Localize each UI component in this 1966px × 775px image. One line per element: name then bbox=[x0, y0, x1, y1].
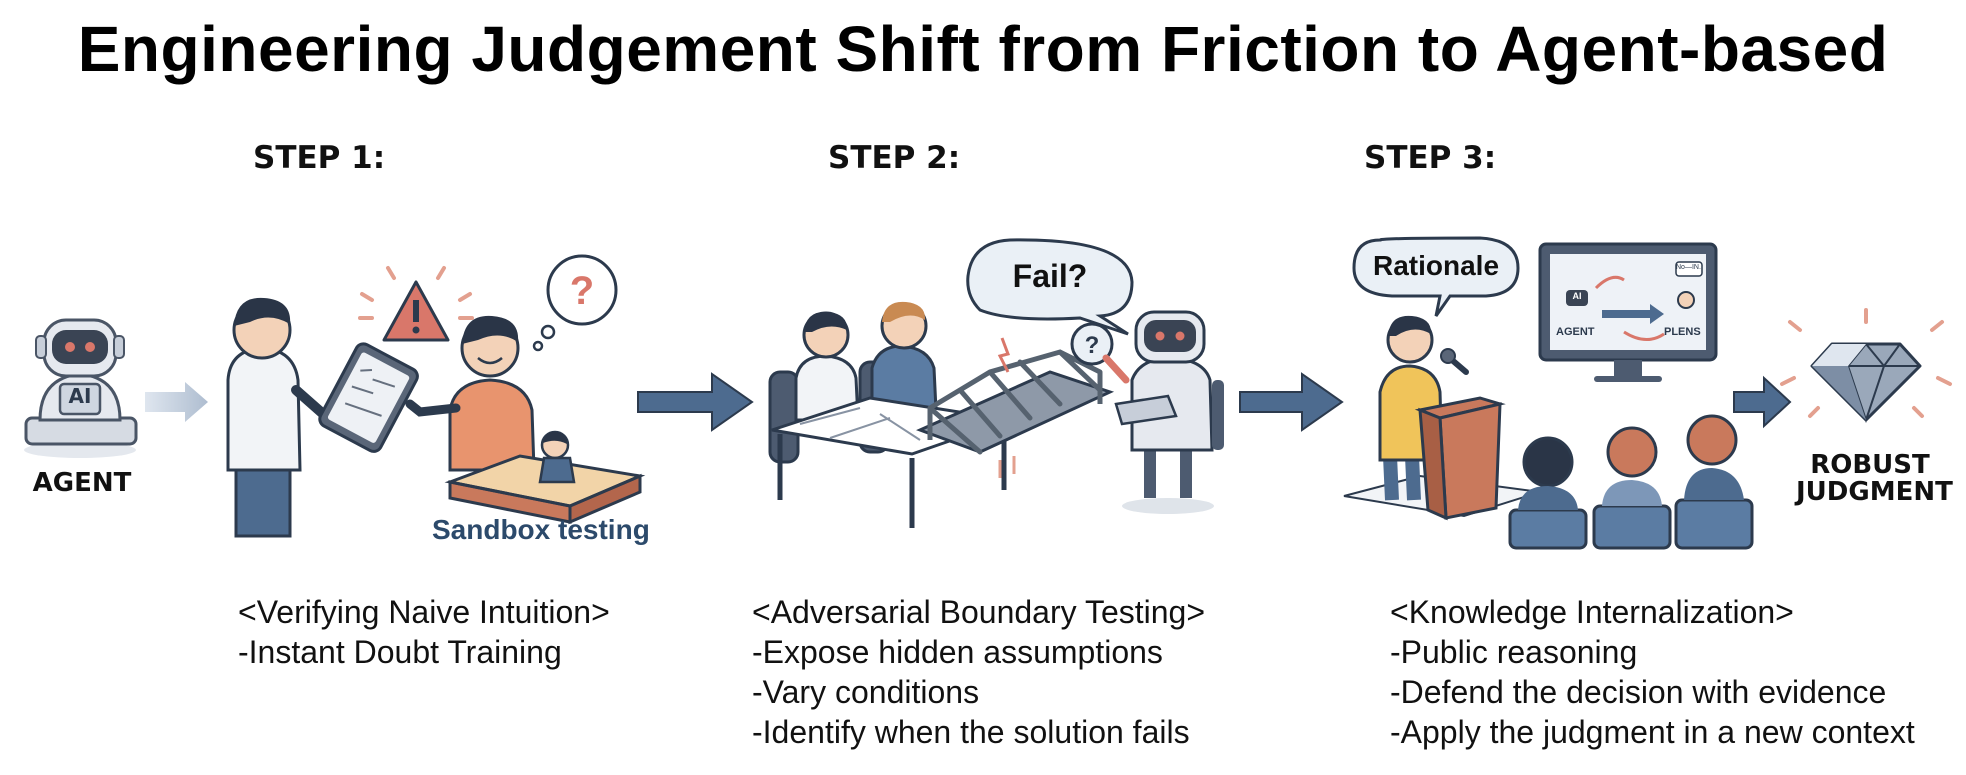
agent-label: AGENT bbox=[32, 468, 132, 498]
step-2-label: STEP 2: bbox=[828, 140, 961, 176]
step-2-scene: ? bbox=[768, 238, 1224, 528]
arrow-step2-to-step3 bbox=[1239, 372, 1344, 432]
arrow-step3-to-result bbox=[1733, 375, 1792, 429]
step-2-description: <Adversarial Boundary Testing> -Expose h… bbox=[752, 592, 1205, 752]
sandbox-icon bbox=[444, 430, 646, 525]
result-line-2: JUDGMENT bbox=[1796, 477, 1953, 508]
podium-icon bbox=[1414, 396, 1506, 521]
diamond-icon bbox=[1780, 308, 1952, 424]
fail-bubble-text: Fail? bbox=[1012, 258, 1088, 294]
step-3-point: -Apply the judgment in a new context bbox=[1390, 714, 1915, 750]
step-1-label: STEP 1: bbox=[253, 140, 386, 176]
svg-text:?: ? bbox=[570, 269, 594, 313]
warning-icon bbox=[358, 266, 474, 342]
sandbox-label: Sandbox testing bbox=[432, 514, 650, 545]
agent-screen-text: AI bbox=[68, 384, 92, 408]
step-3-description: <Knowledge Internalization> -Public reas… bbox=[1390, 592, 1915, 752]
truss-bridge-icon bbox=[916, 337, 1115, 478]
step-3-point: -Public reasoning bbox=[1390, 634, 1638, 670]
step-2-point: -Expose hidden assumptions bbox=[752, 634, 1163, 670]
arrow-step1-to-step2 bbox=[637, 372, 754, 432]
page-title: Engineering Judgement Shift from Frictio… bbox=[77, 13, 1889, 85]
robust-judgment-label: ROBUST JUDGMENT bbox=[1796, 450, 1953, 508]
step-1-scene: ? bbox=[226, 254, 646, 538]
step-2-heading: <Adversarial Boundary Testing> bbox=[752, 594, 1206, 630]
step-3-point: -Defend the decision with evidence bbox=[1390, 674, 1887, 710]
rationale-bubble-text: Rationale bbox=[1372, 250, 1500, 281]
monitor-note-text: No—IN... bbox=[1676, 264, 1702, 271]
magnifier-question-icon: ? bbox=[1070, 322, 1130, 384]
monitor-robot-text: AI bbox=[1572, 291, 1582, 301]
result-line-1: ROBUST bbox=[1810, 450, 1930, 480]
person-with-tablet bbox=[226, 297, 419, 538]
step-1-heading: <Verifying Naive Intuition> bbox=[238, 594, 610, 630]
rationale-speech-bubble bbox=[1352, 236, 1520, 317]
fail-speech-bubble bbox=[966, 238, 1134, 336]
step-1-description: <Verifying Naive Intuition> -Instant Dou… bbox=[238, 592, 610, 672]
monitor-icon bbox=[1538, 242, 1718, 382]
monitor-right-label: PLENS bbox=[1664, 326, 1701, 338]
monitor-left-label: AGENT bbox=[1556, 326, 1595, 338]
step-2-point: -Identify when the solution fails bbox=[752, 714, 1190, 750]
audience-icon bbox=[1508, 414, 1754, 550]
step-1-point: -Instant Doubt Training bbox=[238, 634, 562, 670]
step-3-heading: <Knowledge Internalization> bbox=[1390, 594, 1794, 630]
agent-robot-icon bbox=[24, 318, 138, 458]
svg-text:?: ? bbox=[1085, 332, 1100, 359]
question-bubble-icon: ? bbox=[532, 254, 618, 352]
step-3-label: STEP 3: bbox=[1364, 140, 1497, 176]
arrow-agent-to-step1 bbox=[145, 382, 208, 422]
person-orange bbox=[405, 315, 536, 472]
step-3-scene bbox=[1343, 236, 1754, 550]
seated-robot-icon bbox=[1114, 310, 1224, 514]
step-2-point: -Vary conditions bbox=[752, 674, 980, 710]
